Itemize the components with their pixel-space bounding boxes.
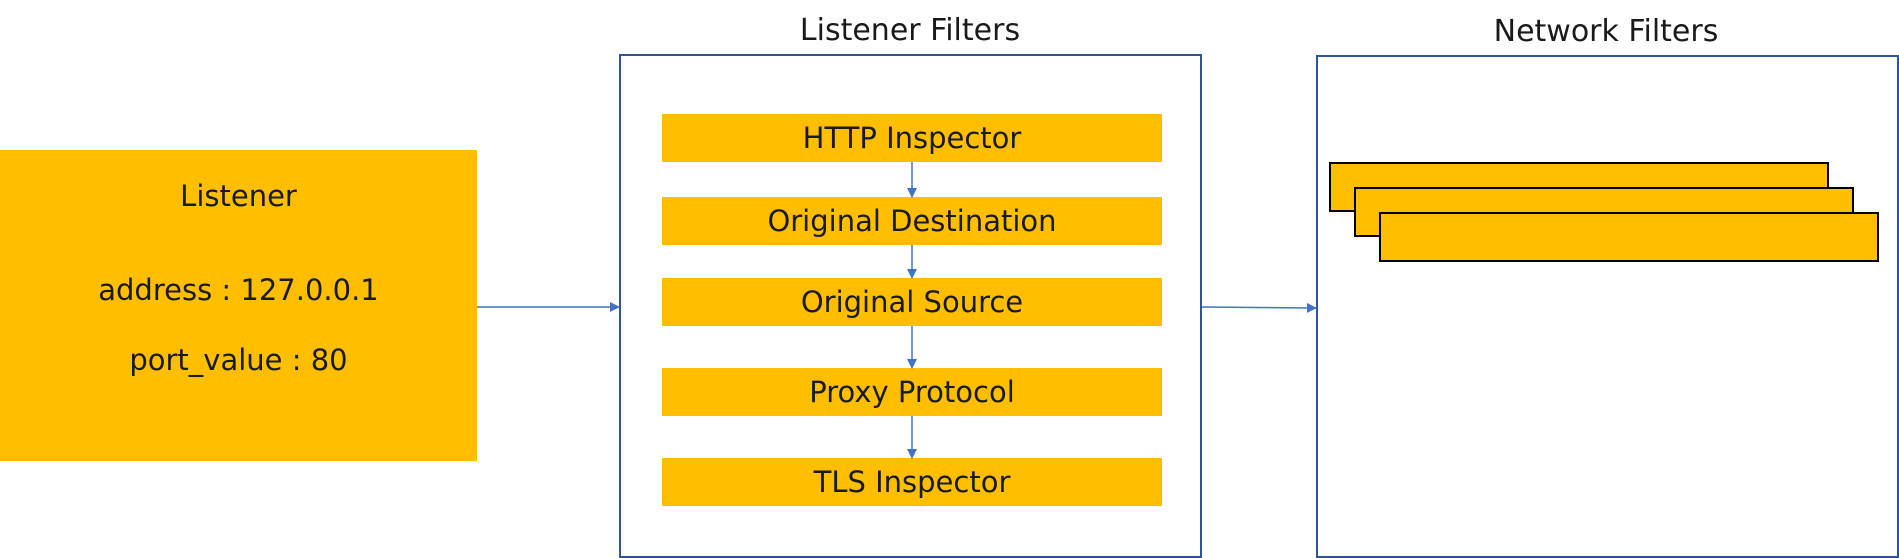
listener-title: Listener <box>180 179 297 213</box>
filter-original-destination: Original Destination <box>662 197 1162 245</box>
filter-http-inspector: HTTP Inspector <box>662 114 1162 162</box>
arrow-filters-to-network <box>1201 302 1317 313</box>
listener-block: Listener address : 127.0.0.1 port_value … <box>0 150 477 461</box>
filter-original-source: Original Source <box>662 278 1162 326</box>
network-filters-panel <box>1316 55 1899 558</box>
network-filter-card-3 <box>1379 212 1879 262</box>
filter-proxy-protocol: Proxy Protocol <box>662 368 1162 416</box>
listener-filters-title: Listener Filters <box>799 13 1021 48</box>
listener-address: address : 127.0.0.1 <box>98 273 379 307</box>
network-filters-title: Network Filters <box>1493 14 1719 49</box>
listener-port: port_value : 80 <box>129 343 348 377</box>
filter-tls-inspector: TLS Inspector <box>662 458 1162 506</box>
